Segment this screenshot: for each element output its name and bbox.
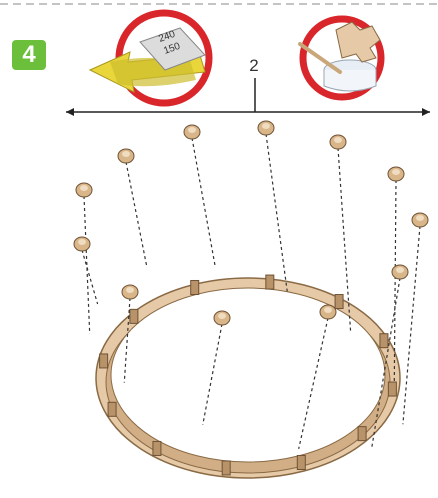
wooden-peg	[214, 311, 230, 325]
wooden-peg	[320, 305, 336, 319]
ring-slot	[388, 382, 396, 396]
wooden-peg	[330, 135, 346, 149]
wooden-peg	[76, 183, 92, 197]
ring-slot	[153, 441, 161, 455]
wooden-peg	[412, 213, 428, 227]
wooden-peg	[388, 167, 404, 181]
sandpaper-sanding-icon: 240 150	[90, 13, 209, 103]
wooden-ring-base	[96, 278, 400, 478]
ring-slot	[380, 334, 388, 348]
glue-brush-icon	[300, 19, 381, 97]
wooden-peg	[258, 121, 274, 135]
peg-guide-line	[82, 250, 98, 304]
ring-slot	[100, 354, 108, 368]
ring-slot	[266, 275, 274, 289]
ring-slot	[297, 456, 305, 470]
wooden-peg	[122, 285, 138, 299]
ring-slot	[130, 309, 138, 323]
ring-slot	[222, 461, 230, 475]
ring-slot	[108, 402, 116, 416]
wooden-peg	[74, 237, 90, 251]
wooden-peg	[184, 125, 200, 139]
ring-slot	[358, 427, 366, 441]
ring-slot	[191, 280, 199, 294]
peg-guide-line	[84, 196, 90, 334]
wooden-peg	[392, 265, 408, 279]
peg-guide-line	[192, 138, 215, 267]
peg-guide-line	[266, 134, 287, 291]
wooden-peg	[118, 149, 134, 163]
ring-slot	[335, 295, 343, 309]
peg-guide-line	[403, 226, 420, 424]
dimension-label: 2	[244, 56, 264, 76]
peg-guide-line	[126, 162, 147, 267]
